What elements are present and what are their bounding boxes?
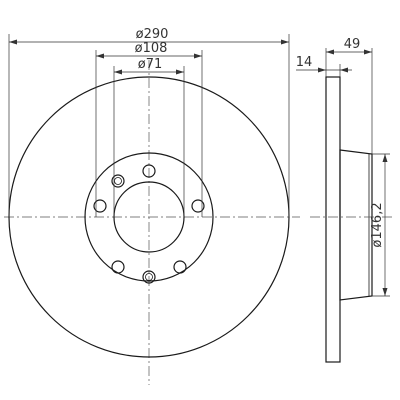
dimension-disc-thickness: 14 [296, 55, 352, 77]
locating-hole-inner [114, 177, 122, 185]
hub-diameter-label: ø146,2 [370, 202, 385, 247]
dimension-total-height: 49 [325, 37, 373, 154]
disc-thickness-label: 14 [296, 55, 313, 70]
dimension-hub-diameter: ø146,2 [370, 153, 390, 297]
outer-diameter-label: ø290 [136, 27, 169, 42]
dimension-outer-diameter: ø290 [8, 27, 290, 217]
hub-bore-diameter-label: ø71 [138, 57, 163, 72]
locating-hole-inner [145, 273, 153, 281]
hub-outer-circle [84, 152, 214, 282]
bolt-hole [111, 260, 125, 274]
hub-section [339, 149, 373, 301]
dimension-hub-bore-diameter: ø71 [113, 57, 185, 217]
bolt-hole [191, 199, 205, 213]
locating-hole [111, 174, 125, 188]
bolt-hole [142, 164, 156, 178]
dimension-center-diameter: ø108 [95, 41, 203, 217]
front-view [4, 60, 300, 385]
disc-section [325, 76, 341, 363]
bolt-hole [93, 199, 107, 213]
total-height-label: 49 [344, 37, 361, 52]
center-diameter-label: ø108 [135, 41, 168, 56]
locating-hole [142, 270, 156, 284]
bolt-hole [173, 260, 187, 274]
